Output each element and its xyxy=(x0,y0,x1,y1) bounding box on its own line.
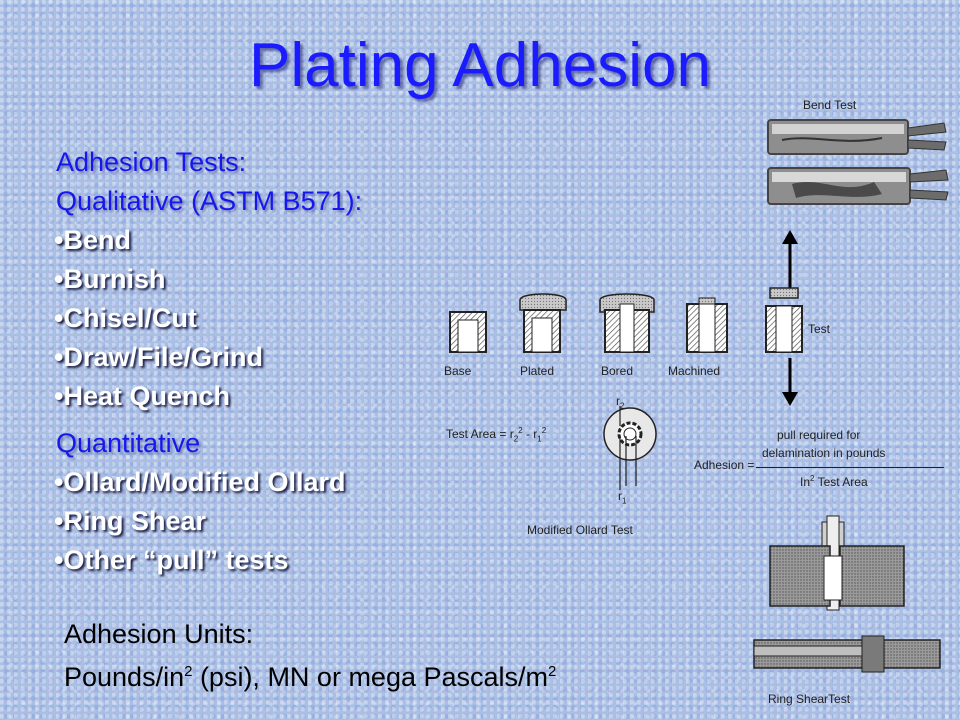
r1-label: r1 xyxy=(618,489,626,505)
stage-label-base: Base xyxy=(444,364,472,378)
formula-superscript: 2 xyxy=(541,426,547,435)
units-text: (psi), MN or mega Pascals/m xyxy=(192,662,549,692)
plated-specimen xyxy=(519,293,567,353)
adhesion-equals-label: Adhesion = xyxy=(694,458,755,472)
up-arrow-icon xyxy=(782,230,798,244)
formula-text: - r xyxy=(522,427,538,441)
ring-shear-diagram xyxy=(753,515,941,673)
arrow-diagram xyxy=(782,230,798,406)
formula-text: Test Area xyxy=(814,475,868,489)
formula-superscript: 2 xyxy=(518,426,523,435)
qualitative-list: Bend Burnish Chisel/Cut Draw/File/Grind … xyxy=(54,221,263,416)
formula-superscript: 2 xyxy=(810,474,815,483)
list-item: Ring Shear xyxy=(54,502,345,541)
ollard-specimen-diagram xyxy=(603,406,657,490)
stage-label-machined: Machined xyxy=(668,364,721,378)
numerator-line-2: delamination in pounds xyxy=(762,446,886,460)
list-item: Ollard/Modified Ollard xyxy=(54,463,345,502)
units-heading: Adhesion Units: xyxy=(64,619,254,649)
formula-subscript: 1 xyxy=(622,496,627,506)
numerator-line-1: pull required for xyxy=(777,428,861,442)
denominator: In2 Test Area xyxy=(800,474,868,489)
list-item: Burnish xyxy=(54,260,263,299)
formula-text: r xyxy=(618,489,622,503)
list-item: Draw/File/Grind xyxy=(54,338,263,377)
quantitative-heading: Quantitative xyxy=(56,428,201,458)
ring-shear-caption: Ring ShearTest xyxy=(768,692,851,706)
list-item: Bend xyxy=(54,221,263,260)
base-specimen xyxy=(449,311,487,353)
units-line: Pounds/in2 (psi), MN or mega Pascals/m2 xyxy=(64,653,556,696)
units-exponent: 2 xyxy=(184,663,193,680)
adhesion-tests-heading: Adhesion Tests: xyxy=(56,147,247,177)
stage-label-bored: Bored xyxy=(601,364,634,378)
adhesion-units: Adhesion Units: Pounds/in2 (psi), MN or … xyxy=(64,616,556,696)
units-exponent: 2 xyxy=(548,663,557,680)
test-area-formula: Test Area = r22 - r12 xyxy=(446,426,546,443)
ollard-caption: Modified Ollard Test xyxy=(527,523,633,537)
test-specimen xyxy=(765,287,803,353)
formula-text: r xyxy=(616,394,620,408)
bored-specimen xyxy=(599,293,655,353)
list-item: Other “pull” tests xyxy=(54,541,345,580)
formula-text: Test Area = r xyxy=(446,427,514,441)
formula-subscript: 2 xyxy=(620,401,625,411)
bend-test-photo xyxy=(767,119,949,205)
slide-title: Plating Adhesion xyxy=(249,31,711,100)
specimen-stages-diagram xyxy=(449,287,803,353)
quantitative-list: Ollard/Modified Ollard Ring Shear Other … xyxy=(54,463,345,580)
test-label: Test xyxy=(808,322,831,336)
formula-subscript: 1 xyxy=(537,434,542,444)
down-arrow-icon xyxy=(782,392,798,406)
list-item: Chisel/Cut xyxy=(54,299,263,338)
stage-label-plated: Plated xyxy=(520,364,555,378)
formula-subscript: 2 xyxy=(513,434,519,444)
list-item: Heat Quench xyxy=(54,377,263,416)
qualitative-heading: Qualitative (ASTM B571): xyxy=(56,186,363,216)
machined-specimen xyxy=(686,297,728,353)
units-text: Pounds/in xyxy=(64,662,185,692)
bend-test-label: Bend Test xyxy=(803,98,857,112)
fraction-bar xyxy=(756,467,944,468)
r2-label: r2 xyxy=(616,394,624,410)
formula-text: In xyxy=(800,475,811,489)
